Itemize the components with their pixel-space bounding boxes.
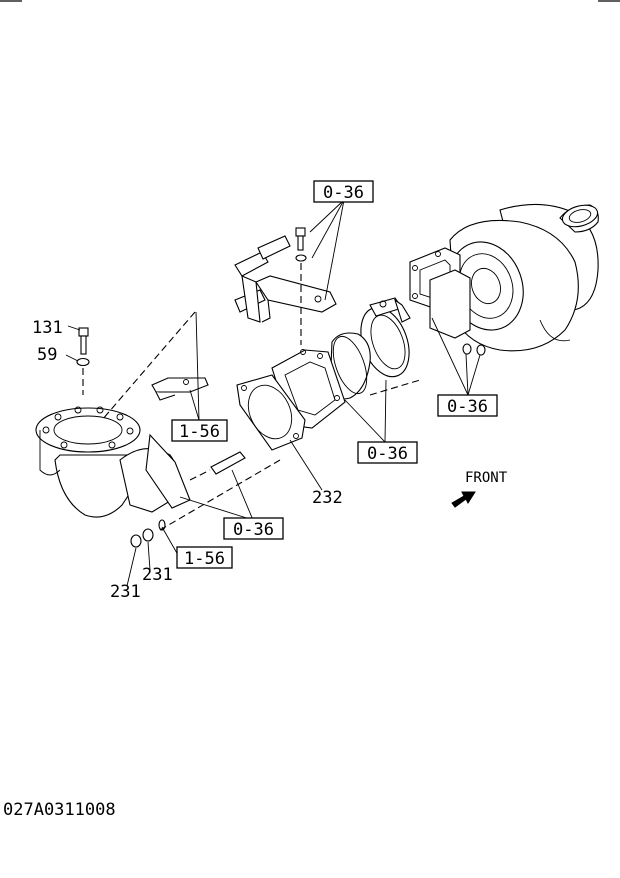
drawing-id: 027A0311008 xyxy=(3,800,116,820)
ref-box-turbo[interactable]: 0-36 xyxy=(437,394,498,417)
ref-box-bracket[interactable]: 1-56 xyxy=(171,419,228,442)
ref-top-label: 0-36 xyxy=(323,183,364,203)
stud-axis xyxy=(189,469,211,481)
ref-clamp-label: 0-36 xyxy=(367,444,408,464)
front-label: FRONT xyxy=(465,470,508,486)
alignment-line-1 xyxy=(101,311,196,421)
gasket xyxy=(236,374,306,451)
alignment-line-2 xyxy=(159,459,281,531)
ref-bracket-label: 1-56 xyxy=(179,422,220,442)
front-arrow-icon xyxy=(451,491,476,508)
ref-washer-label: 1-56 xyxy=(184,549,225,569)
small-bracket xyxy=(151,377,209,401)
part-number-washer: 59 xyxy=(37,345,57,365)
part-number-gasket: 232 xyxy=(312,488,343,508)
ref-studs-label: 0-36 xyxy=(233,520,274,540)
bolt-131 xyxy=(78,327,89,355)
ref-box-studs[interactable]: 0-36 xyxy=(223,517,284,540)
turbocharger xyxy=(409,203,599,356)
elbow-pipe xyxy=(35,406,191,518)
ref-box-top[interactable]: 0-36 xyxy=(313,180,374,203)
part-number-nut-b: 231 xyxy=(110,582,141,602)
bolt-top xyxy=(295,227,307,262)
ref-box-clamp[interactable]: 0-36 xyxy=(357,441,418,464)
part-number-bolt: 131 xyxy=(32,318,63,338)
ref-box-washer[interactable]: 1-56 xyxy=(176,546,233,569)
support-bracket xyxy=(234,235,337,323)
part-number-nut-a: 231 xyxy=(142,565,173,585)
stud xyxy=(210,451,246,475)
leader-lines xyxy=(65,199,481,587)
alignment-line-3 xyxy=(369,379,421,396)
ref-turbo-label: 0-36 xyxy=(447,397,488,417)
washer-59 xyxy=(76,357,90,367)
